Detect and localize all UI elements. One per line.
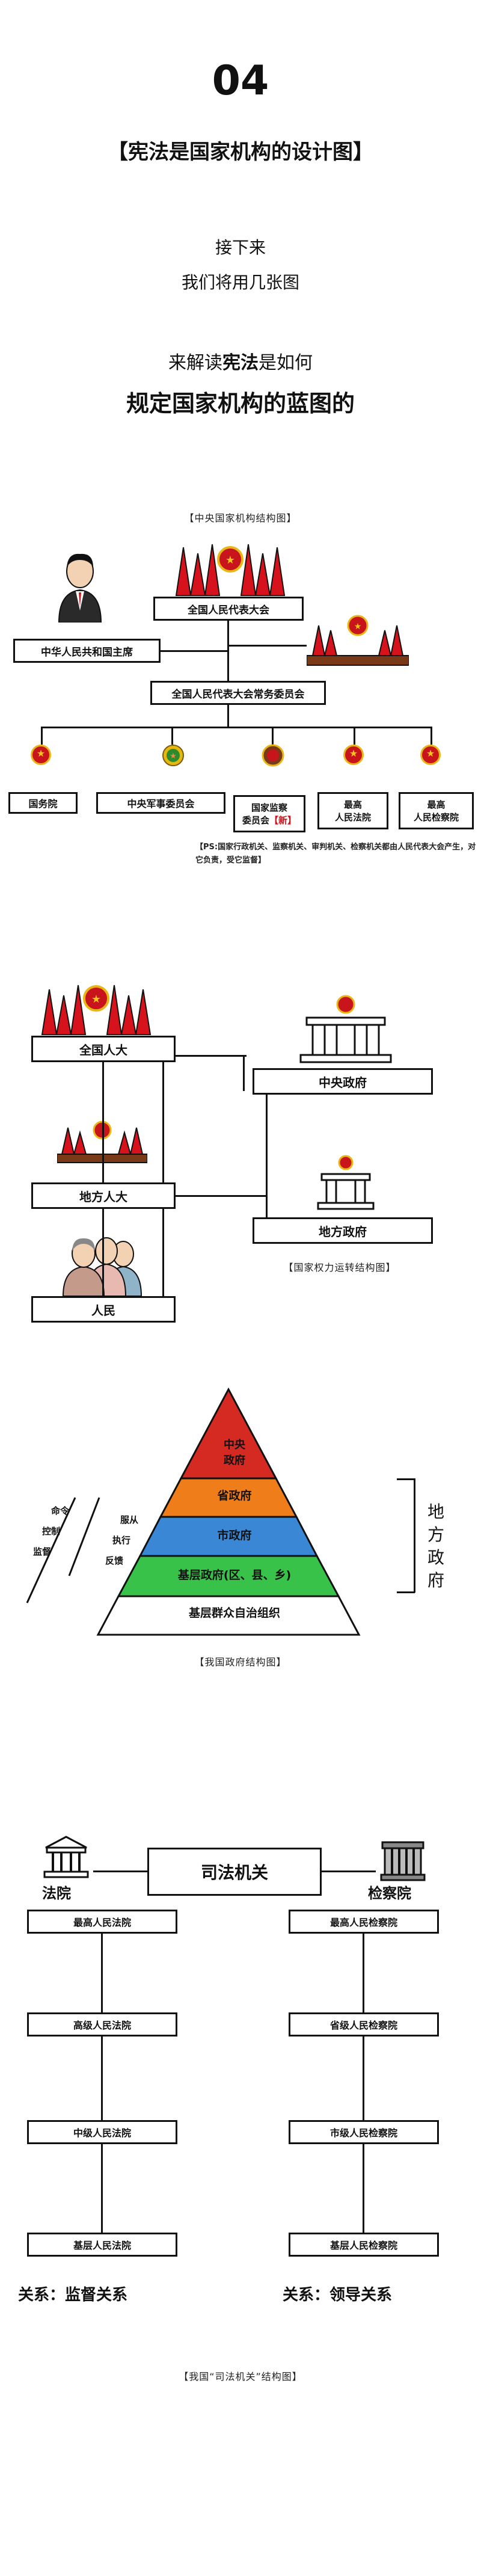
intro-line-3-post: 是如何 [259, 352, 313, 373]
state-council-emblem-icon [31, 745, 51, 765]
court-emblem-icon [343, 745, 364, 765]
provincial-procuratorate-row: 省级人民检察院 [289, 2012, 439, 2037]
pyramid-top-1: 中央 [224, 1439, 245, 1451]
basic-procuratorate-row: 基层人民检察院 [289, 2233, 439, 2257]
court-label-2: 人民法院 [334, 812, 371, 823]
label-control: 控制 [42, 1526, 61, 1537]
military-emblem-icon: ★ [162, 745, 184, 766]
president-icon [58, 553, 102, 622]
pyramid-caption: 【我国政府结构图】 [194, 1656, 287, 1668]
procuratorate-building-icon [380, 1841, 426, 1881]
intro-line-1: 接下来 [215, 238, 266, 257]
flags-small-icon: ★ [307, 615, 409, 666]
label-feedback: 反馈 [105, 1555, 124, 1566]
city-procuratorate-row: 市级人民检察院 [289, 2120, 439, 2144]
pyramid-level-central: 中央 政府 [201, 1437, 268, 1469]
pyramid-level-province: 省政府 [217, 1489, 252, 1502]
national-npc-flags-icon: ★ [41, 985, 152, 1035]
court-building-icon [43, 1836, 89, 1878]
intro-line-4: 规定国家机构的蓝图的 [126, 390, 355, 417]
side-char-1: 地 [427, 1502, 444, 1522]
intro-line-3-bold: 宪法 [222, 352, 259, 373]
flags-icon: ★ [175, 544, 286, 596]
local-gov-box: 地方政府 [253, 1217, 433, 1244]
intro-line-2: 我们将用几张图 [181, 272, 299, 292]
intro-line-3-pre: 来解读 [168, 352, 222, 373]
people-icon [62, 1237, 142, 1296]
government-pyramid [96, 1387, 361, 1636]
local-gov-building-icon [317, 1155, 375, 1210]
president-box: 中华人民共和国主席 [13, 639, 161, 663]
local-npc-flags-icon [57, 1120, 147, 1163]
pyramid-level-autonomy: 基层群众自治组织 [188, 1606, 280, 1620]
central-caption: 【中央国家机构结构图】 [184, 512, 297, 524]
local-gov-side-label: 地 方 政 府 [424, 1501, 448, 1592]
svg-text:★: ★ [170, 752, 177, 761]
standing-committee-box: 全国人民代表大会常务委员会 [150, 681, 326, 705]
supreme-procuratorate-row: 最高人民检察院 [289, 1910, 439, 1934]
central-gov-building-icon [299, 995, 392, 1063]
pyramid-level-grassroots: 基层政府(区、县、乡) [177, 1569, 292, 1582]
basic-court-row: 基层人民法院 [27, 2233, 177, 2257]
procuratorate-label: 检察院 [368, 1885, 411, 1902]
svg-text:★: ★ [225, 554, 235, 567]
svg-text:★: ★ [91, 993, 101, 1006]
intermediate-court-row: 中级人民法院 [27, 2120, 177, 2144]
supervision-new-badge: 【新】 [269, 815, 297, 826]
side-char-3: 政 [427, 1548, 444, 1567]
label-execute: 执行 [112, 1535, 131, 1546]
label-obey: 服从 [120, 1514, 139, 1525]
supreme-court-row: 最高人民法院 [27, 1910, 177, 1934]
procur-label-2: 人民检察院 [413, 812, 459, 823]
central-gov-box: 中央政府 [253, 1068, 433, 1095]
state-council-box: 国务院 [8, 792, 78, 814]
pyramid-right-labels: 服从 执行 反馈 [105, 1510, 138, 1571]
procur-label-1: 最高 [427, 799, 446, 810]
central-note: 【PS:国家行政机关、监察机关、审判机关、检察机关都由人民代表大会产生，对它负责… [195, 843, 476, 865]
supreme-procuratorate-box: 最高 人民检察院 [399, 792, 474, 829]
judicial-caption: 【我国“司法机关”结构图】 [179, 2371, 302, 2382]
high-court-row: 高级人民法院 [27, 2012, 177, 2037]
military-commission-box: 中央军事委员会 [96, 792, 225, 814]
court-label: 法院 [42, 1885, 71, 1902]
label-supervise: 监督 [33, 1546, 52, 1557]
pyramid-level-city: 市政府 [217, 1529, 252, 1542]
supreme-court-box: 最高 人民法院 [317, 792, 388, 829]
npc-box: 全国人民代表大会 [153, 597, 304, 621]
supervision-emblem-icon [262, 744, 284, 767]
pyramid-left-labels: 命令 控制 监督 [33, 1501, 69, 1562]
section-title: 【宪法是国家机构的设计图】 [108, 140, 373, 164]
local-npc-box: 地方人大 [31, 1182, 176, 1209]
procuratorate-emblem-icon [420, 745, 441, 765]
relation-left: 关系：监督关系 [18, 2286, 128, 2304]
supervision-commission-box: 国家监察 委员会【新】 [233, 795, 305, 832]
court-label-1: 最高 [343, 799, 362, 810]
supervision-label-1: 国家监察 [251, 802, 287, 813]
supervision-label-2: 委员会 [242, 815, 269, 826]
intro-line-3: 来解读宪法是如何 [0, 348, 481, 374]
side-char-4: 府 [427, 1570, 444, 1590]
relation-right: 关系：领导关系 [283, 2286, 393, 2304]
side-char-2: 方 [427, 1525, 444, 1545]
command-arrow-icon [26, 1497, 100, 1603]
national-npc-box: 全国人大 [31, 1036, 176, 1062]
power-caption: 【国家权力运转结构图】 [283, 1262, 396, 1273]
judicial-title-box: 司法机关 [147, 1848, 322, 1896]
pyramid-top-2: 政府 [224, 1454, 245, 1467]
label-command: 命令 [51, 1505, 70, 1516]
people-box: 人民 [31, 1296, 176, 1323]
section-number: 04 [212, 57, 269, 105]
svg-text:★: ★ [354, 622, 362, 632]
